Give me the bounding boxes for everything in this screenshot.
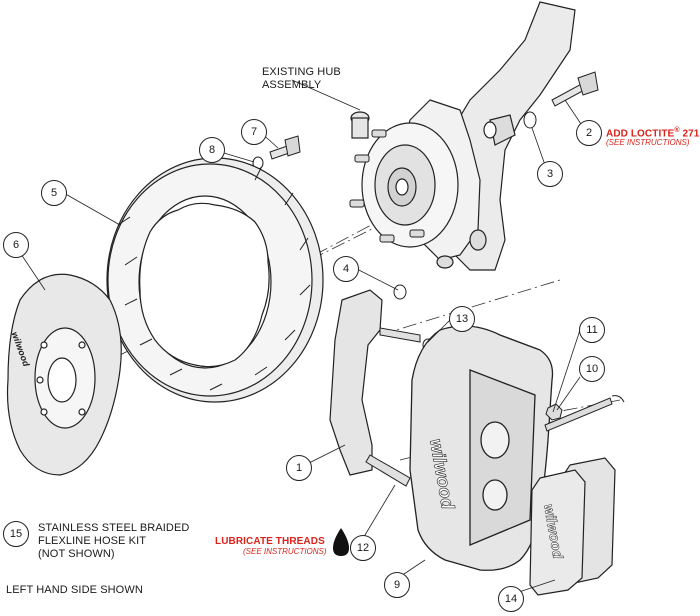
callout-13: 13 (449, 306, 475, 332)
existing-hub-label: EXISTING HUB ASSEMBLY (262, 66, 341, 92)
rotor-5 (106, 157, 324, 403)
callout-10: 10 (579, 356, 605, 382)
brake-pads-14 (529, 457, 616, 596)
callout-11: 11 (579, 317, 605, 343)
pin-10 (544, 395, 625, 432)
registered-mark: ® (674, 127, 680, 134)
see-instructions-note-1: (SEE INSTRUCTIONS) (606, 138, 690, 147)
add-loctite-label: ADD LOCTITE® 271 (606, 124, 699, 140)
hub-knuckle (350, 1, 576, 271)
oil-drop-icon (333, 528, 349, 556)
hose-kit-label: STAINLESS STEEL BRAIDED FLEXLINE HOSE KI… (38, 522, 189, 561)
caliper-9 (409, 325, 554, 571)
see-instructions-note-2: (SEE INSTRUCTIONS) (243, 547, 327, 556)
existing-hub-line-1: EXISTING HUB (262, 66, 341, 78)
lubricate-threads-label: LUBRICATE THREADS (215, 536, 325, 547)
rotor-slots (117, 167, 311, 391)
callout-1: 1 (286, 455, 312, 481)
wheel-studs (349, 129, 425, 243)
washer-3 (523, 111, 537, 129)
callout-4: 4 (333, 256, 359, 282)
callout-2: 2 (576, 120, 602, 146)
hose-kit-line-3: (NOT SHOWN) (38, 548, 115, 560)
add-loctite-text: ADD LOCTITE (606, 128, 675, 140)
loctite-number: 271 (682, 128, 700, 140)
washer-4 (393, 284, 407, 300)
callout-15: 15 (3, 521, 29, 547)
stud-12 (365, 454, 411, 487)
hose-kit-line-1: STAINLESS STEEL BRAIDED (38, 522, 190, 534)
callout-12: 12 (350, 535, 376, 561)
existing-hub-line-2: ASSEMBLY (262, 79, 322, 91)
bolt-7 (269, 135, 301, 160)
side-note: LEFT HAND SIDE SHOWN (6, 584, 143, 596)
bolt-2 (551, 71, 599, 107)
caliper-bracket-1 (329, 289, 383, 476)
callout-5: 5 (41, 180, 67, 206)
callout-6: 6 (3, 232, 29, 258)
callout-8: 8 (199, 137, 225, 163)
callout-14: 14 (498, 586, 524, 612)
rotor-hat-6 (6, 273, 122, 476)
callout-7: 7 (241, 119, 267, 145)
callout-3: 3 (537, 161, 563, 187)
callout-9: 9 (384, 572, 410, 598)
hose-kit-line-2: FLEXLINE HOSE KIT (38, 535, 147, 547)
